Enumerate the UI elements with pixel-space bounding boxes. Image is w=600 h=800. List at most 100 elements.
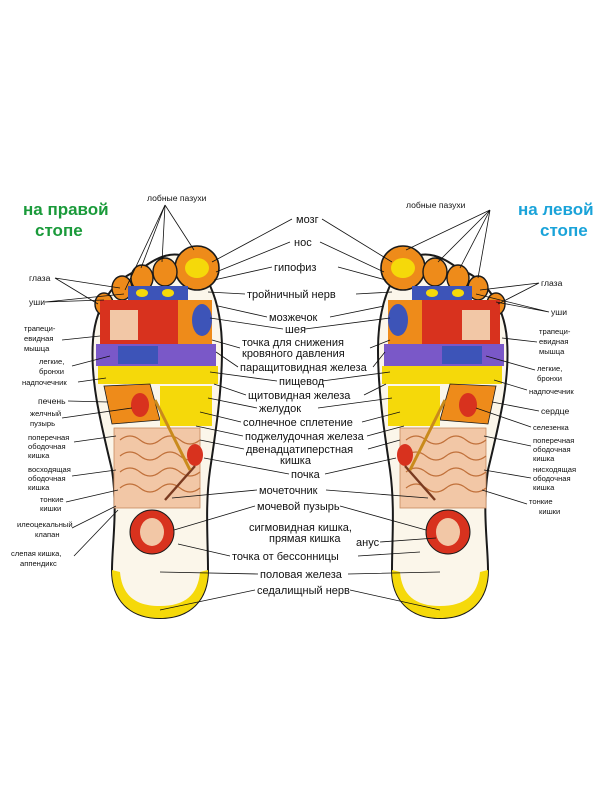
right-stomach-zone [160, 386, 212, 426]
left-connector [408, 399, 447, 471]
left-foot-side-labels: глаза уши трапеци- евидная мышца легкие,… [475, 278, 576, 516]
left-big-toe-inner [391, 258, 415, 278]
label-sinuses-left: лобные пазухи [406, 200, 466, 210]
left-intestine-coils [405, 435, 487, 493]
label-eyes-r: глаза [29, 273, 51, 283]
left-stomach-zone [388, 386, 440, 426]
label-eyes-l: глаза [541, 278, 563, 288]
label-sigmoid-1: сигмовидная кишка, [249, 522, 352, 534]
label-liver: печень [38, 396, 66, 406]
left-foot [376, 245, 509, 620]
left-spleen [459, 393, 477, 417]
left-lung-zone [462, 310, 490, 340]
right-foot-side-labels: глаза уши трапеци- евидная мышца легкие,… [11, 273, 133, 568]
right-kidney [187, 444, 203, 466]
label-ileo-1: илеоцекальный [17, 520, 73, 529]
left-eye-mark-2 [452, 289, 464, 297]
label-lungs-r-1: легкие, [39, 357, 64, 366]
right-ureter [164, 465, 196, 501]
label-heart: сердце [541, 406, 569, 416]
label-parathyroid: паращитовидная железа [240, 362, 368, 374]
label-adrenal-r: надпочечник [22, 378, 67, 387]
label-trap-r-1: трапеци- [24, 324, 56, 333]
right-eye-mark-2 [162, 289, 174, 297]
left-ureter [404, 465, 436, 501]
label-desc-2: ободочная [533, 474, 571, 483]
left-toe-2 [422, 257, 448, 287]
label-anus: анус [356, 537, 380, 549]
label-trans-r-3: кишка [28, 451, 50, 460]
label-cecum-1: слепая кишка, [11, 549, 62, 558]
label-duodenum-1: двенадцатиперстная [246, 444, 353, 456]
label-trans-r-1: поперечная [28, 433, 69, 442]
label-trap-l-3: мышца [539, 347, 565, 356]
label-duodenum-2: кишка [280, 455, 312, 467]
label-trans-r-2: ободочная [28, 442, 66, 451]
label-ileo-2: клапан [35, 530, 60, 539]
label-nose: нос [294, 237, 312, 249]
label-ears-r: уши [29, 297, 45, 307]
label-pancreas: поджелудочная железа [245, 431, 365, 443]
label-sinuses-right: лобные пазухи [147, 193, 207, 203]
label-ureter: мочеточник [259, 485, 318, 497]
label-trap-r-3: мышца [24, 344, 50, 353]
left-sciatic-zone [392, 570, 488, 618]
left-diaphragm-band [382, 366, 502, 384]
right-foot-title-line1: на правой [23, 200, 109, 219]
label-sciatic: седалищный нерв [257, 585, 350, 597]
label-bp-point-2: кровяного давления [242, 348, 345, 360]
label-trans-l-3: кишка [533, 454, 555, 463]
label-small-r-2: кишки [40, 504, 61, 513]
right-eye-mark [136, 289, 148, 297]
left-neck-zone [388, 304, 408, 336]
right-foot [91, 245, 224, 620]
leaders-sinuses-right [124, 204, 195, 291]
label-gonad: половая железа [260, 569, 343, 581]
label-lungs-r-2: бронхи [39, 367, 64, 376]
label-small-r-1: тонкие [40, 495, 64, 504]
left-foot-title-line1: на левой [518, 200, 594, 219]
right-big-toe-inner [185, 258, 209, 278]
label-desc-1: нисходящая [533, 465, 576, 474]
label-insomnia: точка от бессонницы [232, 551, 339, 563]
label-trap-l-2: евидная [539, 337, 568, 346]
label-solar-plexus: солнечное сплетение [243, 417, 353, 429]
left-kidney [397, 444, 413, 466]
label-gall-2: пузырь [30, 419, 55, 428]
right-gallbladder [131, 393, 149, 417]
right-intestine-zone [113, 427, 201, 509]
label-thyroid: щитовидная железа [248, 390, 351, 402]
label-asc-1: восходящая [28, 465, 71, 474]
label-asc-2: ободочная [28, 474, 66, 483]
label-spleen: селезенка [533, 423, 570, 432]
label-asc-3: кишка [28, 483, 50, 492]
label-esophagus: пищевод [279, 376, 325, 388]
label-bp-point-1: точка для снижения [242, 337, 344, 349]
label-cecum-2: аппендикс [20, 559, 57, 568]
center-leaders [159, 218, 441, 611]
label-ears-l: уши [551, 307, 567, 317]
label-trap-l-1: трапеци- [539, 327, 571, 336]
label-trans-l-2: ободочная [533, 445, 571, 454]
left-eye-mark [426, 289, 438, 297]
label-sigmoid-2: прямая кишка [269, 533, 341, 545]
left-foot-title-line2: стопе [540, 221, 588, 240]
label-small-l-2: кишки [539, 507, 560, 516]
right-sciatic-zone [112, 570, 208, 618]
label-bladder: мочевой пузырь [257, 501, 340, 513]
left-lung-band [442, 346, 482, 364]
right-intestine-coils [119, 435, 201, 493]
label-lungs-l-2: бронхи [537, 374, 562, 383]
label-pituitary: гипофиз [274, 262, 316, 274]
label-cerebellum: мозжечок [269, 312, 318, 324]
label-gall-1: желчный [30, 409, 61, 418]
label-small-l-1: тонкие [529, 497, 553, 506]
label-trans-l-1: поперечная [533, 436, 574, 445]
label-desc-3: кишка [533, 483, 555, 492]
right-connector [153, 399, 192, 471]
right-foot-title-line2: стопе [35, 221, 83, 240]
right-lung-zone [110, 310, 138, 340]
center-labels: мозг нос гипофиз тройничный нерв мозжечо… [232, 214, 380, 597]
right-toe-2 [152, 257, 178, 287]
right-diaphragm-band [98, 366, 218, 384]
